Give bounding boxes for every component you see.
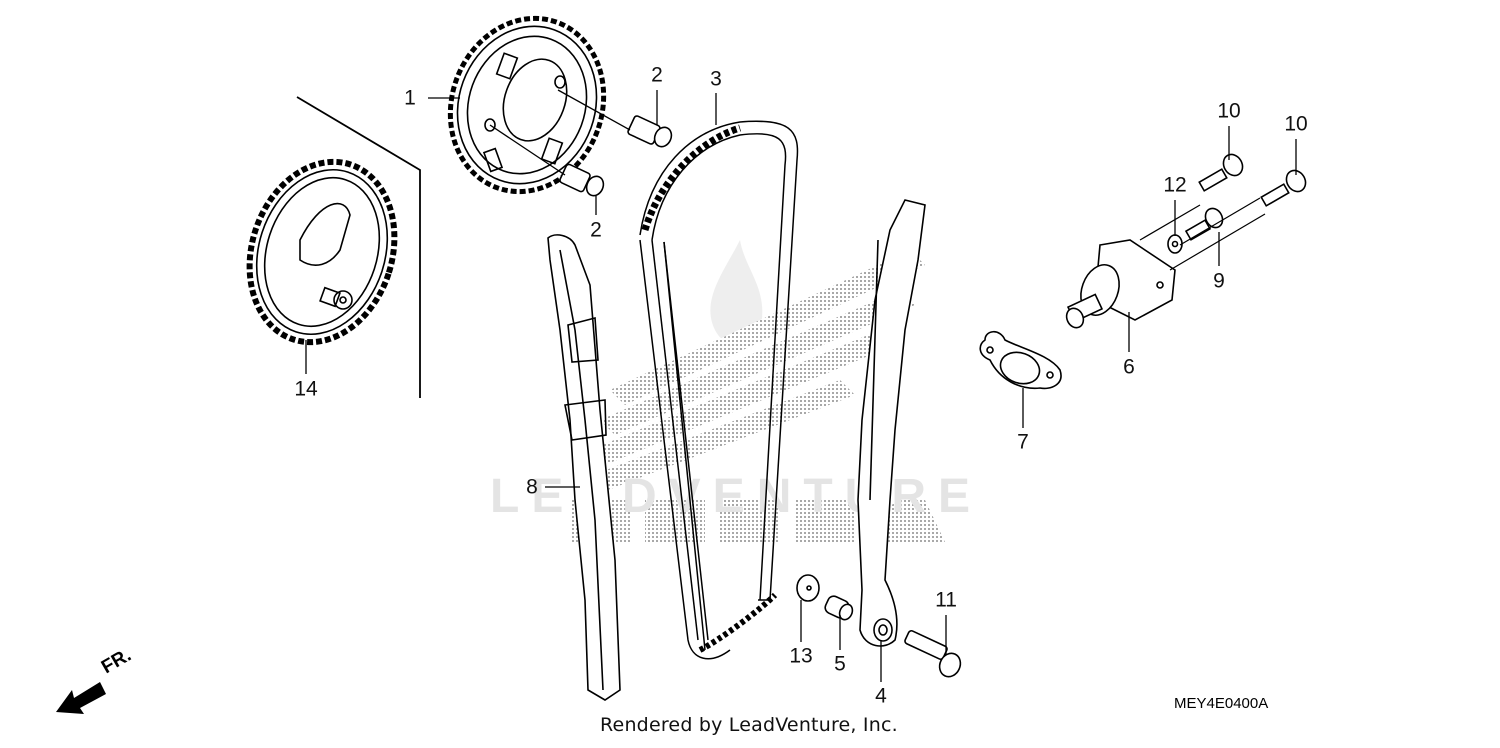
- cam-sprocket-14-icon: [246, 158, 398, 346]
- callout-8[interactable]: 8: [526, 475, 538, 499]
- sprocket-bolt-icon: [559, 115, 673, 197]
- callout-9[interactable]: 9: [1213, 269, 1225, 293]
- diagram-code: MEY4E0400A: [1174, 695, 1269, 712]
- callout-11[interactable]: 11: [935, 588, 957, 612]
- front-arrow-icon: [56, 682, 106, 714]
- watermark-text: LEADVENTURE: [490, 470, 982, 523]
- flange-bolt-11-icon: [904, 629, 962, 678]
- flange-bolt-10-icon: [1198, 153, 1307, 207]
- callout-3[interactable]: 3: [710, 67, 722, 91]
- callout-2-lower[interactable]: 2: [590, 218, 602, 242]
- tensioner-lifter-icon: [1065, 239, 1176, 329]
- collar-5-icon: [824, 595, 854, 621]
- callout-6[interactable]: 6: [1123, 355, 1135, 379]
- washer-13-icon: [796, 574, 820, 602]
- tensioner-arm-icon: [857, 199, 926, 647]
- chain-guide-icon: [547, 234, 621, 701]
- group-bracket-line: [296, 96, 421, 398]
- callout-4[interactable]: 4: [875, 684, 887, 708]
- washer-12-icon: [1167, 234, 1183, 254]
- callout-7[interactable]: 7: [1017, 430, 1029, 454]
- callout-10-right[interactable]: 10: [1284, 112, 1308, 136]
- flange-bolt-9-icon: [1184, 207, 1224, 241]
- callout-14[interactable]: 14: [294, 377, 318, 401]
- gasket-icon: [979, 330, 1062, 390]
- callout-1[interactable]: 1: [404, 86, 416, 110]
- callout-10-left[interactable]: 10: [1217, 99, 1241, 123]
- assembly-lines: [1139, 197, 1266, 271]
- render-credit: Rendered by LeadVenture, Inc.: [600, 714, 898, 736]
- callout-12[interactable]: 12: [1163, 173, 1187, 197]
- callout-2-upper[interactable]: 2: [651, 63, 663, 87]
- cam-sprocket-1-icon: [447, 15, 607, 195]
- leader-lines: [305, 89, 1297, 682]
- callout-5[interactable]: 5: [834, 652, 846, 676]
- cam-chain-icon: [639, 120, 799, 660]
- callout-13[interactable]: 13: [789, 644, 813, 668]
